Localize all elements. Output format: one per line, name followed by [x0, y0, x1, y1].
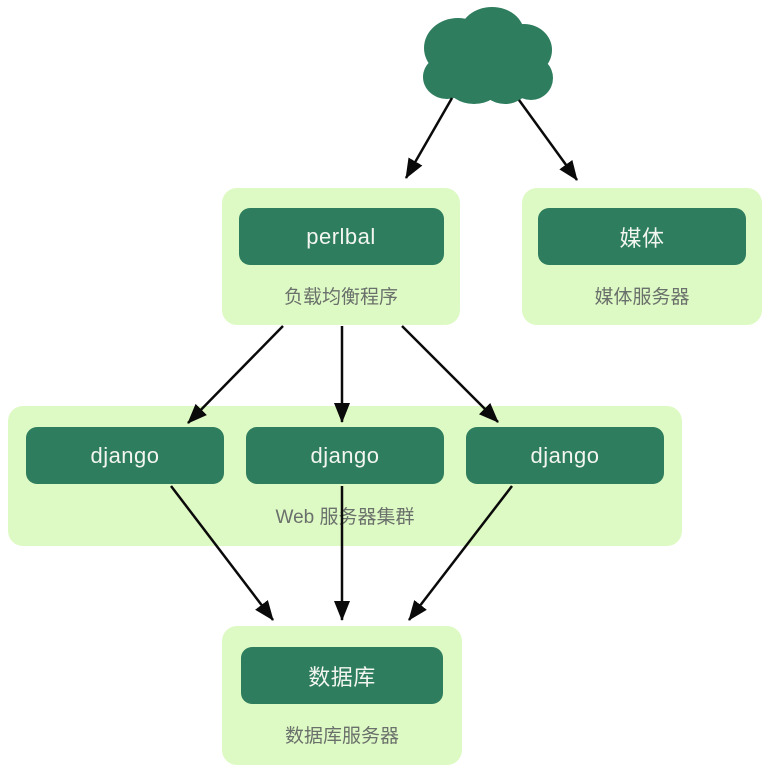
edge-cloud-to-media [517, 99, 579, 181]
node-perlbal: perlbal [238, 208, 444, 265]
group-load-balancer-label: 负载均衡程序 [283, 286, 398, 308]
group-load-balancer: perlbal 负载均衡程序 [222, 188, 460, 325]
group-media-server: 媒体 媒体服务器 [522, 188, 762, 325]
node-media: 媒体 [538, 208, 746, 265]
group-database-server-label: 数据库服务器 [284, 726, 399, 747]
group-database-server: 数据库 数据库服务器 [222, 626, 462, 765]
node-django-1: django [26, 427, 224, 484]
group-web-cluster-label: Web 服务器集群 [275, 506, 415, 528]
node-django-2: django [246, 427, 444, 484]
group-web-cluster: django django django Web 服务器集群 [8, 406, 682, 546]
group-media-server-label: 媒体服务器 [594, 286, 690, 308]
edge-cloud-to-loadbalancer [404, 97, 454, 179]
cloud-icon [423, 7, 553, 104]
node-django-3: django [466, 427, 664, 484]
web-cluster-node-row: django django django [26, 427, 664, 484]
node-database: 数据库 [241, 647, 443, 704]
